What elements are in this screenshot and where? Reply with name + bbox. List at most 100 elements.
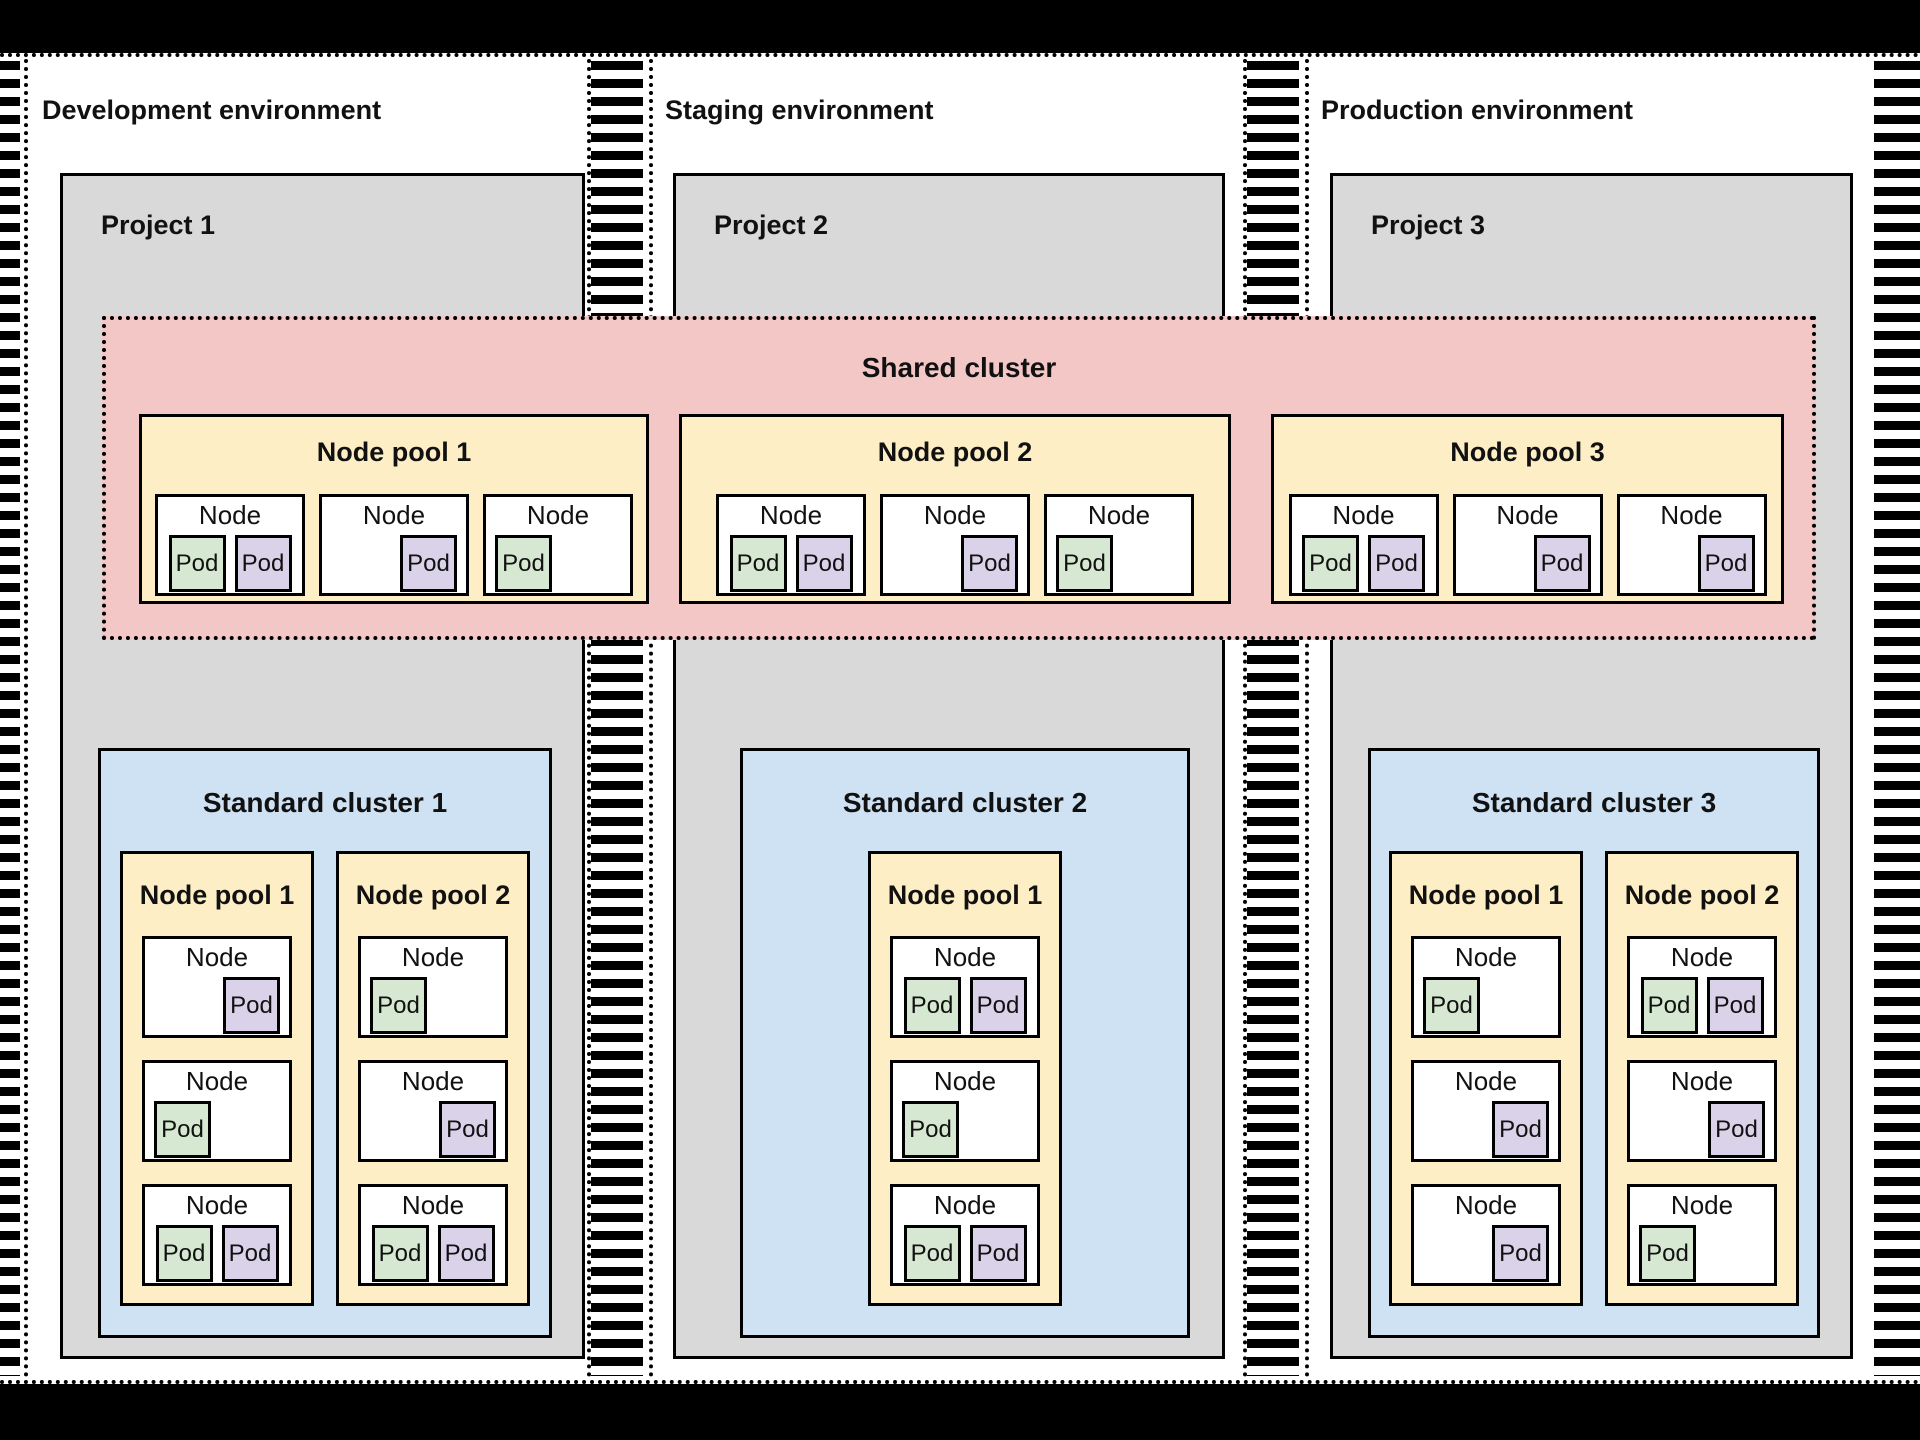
node-pool-title: Node pool 1 <box>1408 880 1564 910</box>
pod-purple: Pod <box>1533 535 1591 592</box>
node-pool-title: Node pool 3 <box>1450 437 1605 467</box>
pod-purple: Pod <box>969 977 1027 1034</box>
node-pool-title: Node pool 2 <box>877 437 1033 467</box>
environment-label: Development environment <box>42 95 382 125</box>
node-label: Node <box>759 500 823 530</box>
hatch-edge-right <box>1874 61 1920 1376</box>
pods-row: Pod <box>1056 535 1182 592</box>
hatch-separator-dev-staging <box>591 61 643 1376</box>
pods-row: Pod <box>1639 1225 1765 1282</box>
node-label: Node <box>1454 942 1518 972</box>
pod-purple: Pod <box>1706 977 1764 1034</box>
node-label: Node <box>1670 942 1734 972</box>
pod-purple: Pod <box>1492 1101 1549 1158</box>
pod-green: Pod <box>168 535 226 592</box>
node-label: Node <box>185 942 249 972</box>
pod-green: Pod <box>1640 977 1698 1034</box>
node-label: Node <box>401 1190 465 1220</box>
pod-green: Pod <box>155 1225 213 1282</box>
environment-production: Production environment Project 3 Standar… <box>1307 57 1873 1380</box>
pods-row: Pod <box>1423 1101 1549 1158</box>
pods-row: Pod <box>370 1101 496 1158</box>
pods-row: Pod <box>154 1101 280 1158</box>
node-label: Node <box>401 1066 465 1096</box>
pod-purple: Pod <box>234 535 292 592</box>
pod-purple: Pod <box>1492 1225 1549 1282</box>
node-pool-title: Node pool 1 <box>316 437 472 467</box>
pod-green: Pod <box>1639 1225 1696 1282</box>
node-label: Node <box>362 500 426 530</box>
node-label: Node <box>185 1190 249 1220</box>
environment-development: Development environment Project 1 Standa… <box>28 57 588 1380</box>
node-pool-title: Node pool 1 <box>887 880 1043 910</box>
pods-row: Pod <box>892 535 1018 592</box>
pod-purple: Pod <box>1368 535 1425 592</box>
dotted-border-staging-right <box>1243 59 1247 1378</box>
pods-row: Pod <box>331 535 457 592</box>
pod-purple: Pod <box>961 535 1018 592</box>
pods-row: Pod <box>1465 535 1591 592</box>
node-label: Node <box>1332 500 1395 530</box>
project-box: Project 1 Standard cluster 1 Node pool 1… <box>60 173 585 1359</box>
node-label: Node <box>1087 500 1151 530</box>
shared-cluster-title: Shared cluster <box>861 352 1057 383</box>
pods-row: Pod <box>370 977 496 1034</box>
pod-purple: Pod <box>221 1225 279 1282</box>
pod-green: Pod <box>1056 535 1113 592</box>
environment-label: Staging environment <box>665 95 934 125</box>
pods-row: Pod <box>1423 1225 1549 1282</box>
pod-green: Pod <box>903 977 961 1034</box>
pods-row: Pod <box>1423 977 1549 1034</box>
project-label: Project 1 <box>101 210 216 240</box>
node-label: Node <box>933 1066 997 1096</box>
pod-purple: Pod <box>795 535 853 592</box>
node-label: Node <box>1670 1190 1734 1220</box>
pods-row: Pod <box>154 977 280 1034</box>
pod-green: Pod <box>1302 535 1359 592</box>
dotted-border-prod-left <box>1305 59 1309 1378</box>
dotted-border-dev-left <box>24 59 28 1378</box>
node-label: Node <box>1496 500 1559 530</box>
pod-green: Pod <box>154 1101 211 1158</box>
pod-purple: Pod <box>223 977 280 1034</box>
pod-green: Pod <box>1423 977 1480 1034</box>
node-label: Node <box>1670 1066 1734 1096</box>
pod-green: Pod <box>729 535 787 592</box>
